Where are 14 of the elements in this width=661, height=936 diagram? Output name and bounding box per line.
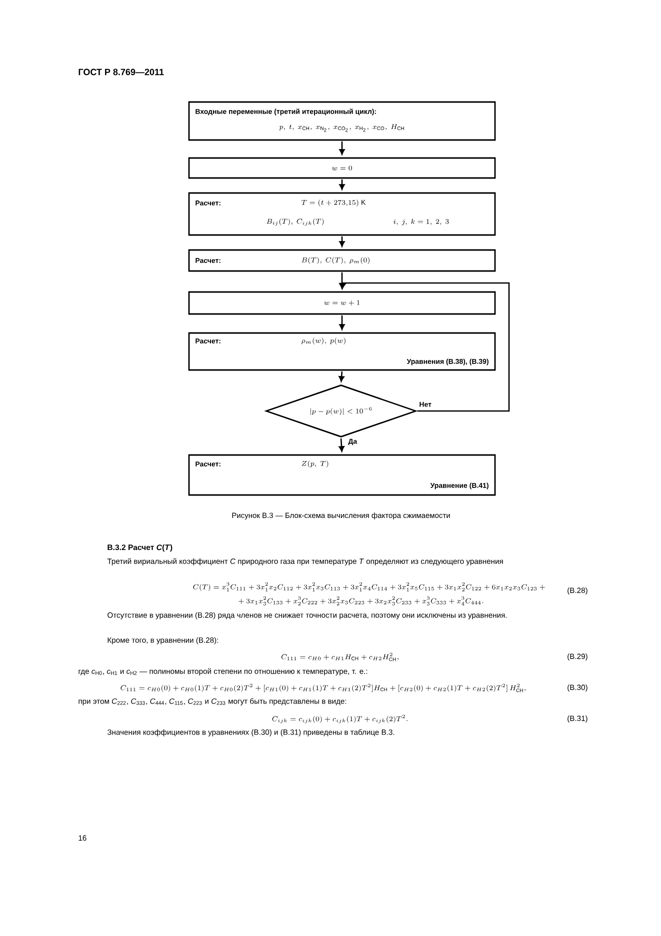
equation: $C_{111} = c_{H0}(0) + c_{H0}(1)T + c_{H0}(2)T^2 + [c_{H1}(0) + c_{H1}(1)T + c_{H1}(2)T^2]H_{\mathrm{CH}} + [c_{H2}(0) + c_{H2}(1)T + c_{H2}(2)T^2]\,H_{\mathrm{CH}}^2,$ — [120, 684, 526, 692]
arrow — [339, 179, 345, 190]
arrow — [339, 315, 345, 330]
process-box: $w = w + 1$ — [188, 291, 496, 315]
arrow — [338, 438, 344, 452]
arrow — [338, 371, 344, 382]
equation: $C_{ijk} = c_{ijk}(0) + c_{ijk}(1)T + c_{ijk}(2)T^2.$ — [272, 714, 408, 724]
arrow — [340, 282, 510, 412]
arrow — [339, 236, 345, 247]
process-box: $w = 0$ — [188, 157, 496, 179]
arrow — [339, 141, 345, 155]
equation: $C_{111} = c_{H0} + c_{H1}H_{\mathrm{CH}} + c_{H2}H_{\mathrm{CH}}^2,$ — [281, 652, 398, 662]
equation: $\begin{aligned}C(T)={}&x_1^3C_{111}+3x_1^2x_2C_{112}+3x_1^2x_3C_{113}+3x_1^2x_4C_{114}+3x_1^2x_5C_{115}+3x_1x_2^2C_{122}+6x_1x_2x_3C_{123}+{}\\&\qquad+3x_1x_3^2C_{133}+x_2^3C_{222}+3x_2^2x_3C_{223}+3x_2x_3^2C_{233}+x_3^3C_{333}+x_4^3C_{444}.\end{aligned}$ — [193, 582, 545, 606]
page-header: ГОСТ Р 8.769—2011 — [78, 68, 164, 76]
